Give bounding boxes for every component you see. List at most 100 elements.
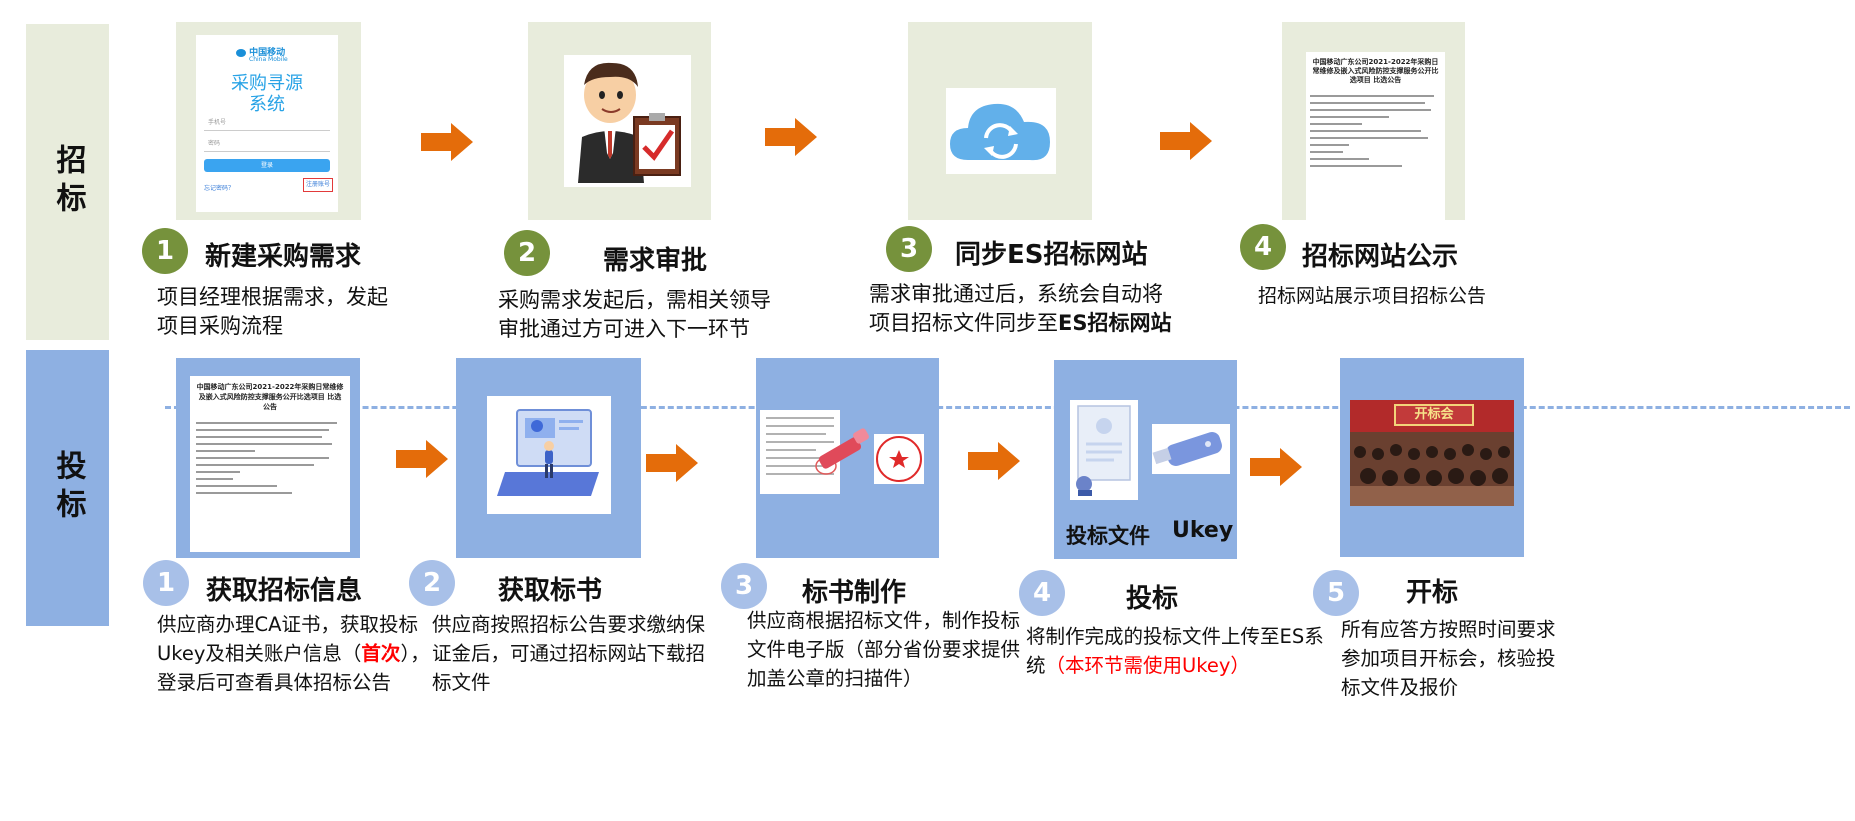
register-link[interactable]: 注册账号	[303, 178, 333, 192]
tender-step-4-desc: 将制作完成的投标文件上传至ES系 统（本环节需使用Ukey）	[1026, 622, 1324, 680]
notice-doc-title: 中国移动广东公司2021-2022年采购日常维修及嵌入式风险防控支撑服务公开比选…	[196, 383, 344, 411]
opening-banner: 开标会	[1394, 404, 1474, 426]
login-brand: 中国移动	[236, 45, 285, 58]
desc-line: 项目采购流程	[157, 314, 283, 338]
desc-line: 文件电子版（部分省份要求提供	[747, 638, 1021, 661]
desc-span: 统	[1026, 654, 1046, 677]
bidding-step-2-title: 需求审批	[603, 246, 708, 276]
bidding-row-label-text: 招标	[50, 144, 86, 220]
bid-opening-photo: 开标会	[1350, 400, 1514, 506]
row-divider	[165, 406, 1850, 409]
bidding-step-1-title: 新建采购需求	[205, 242, 362, 272]
tender-step-5-desc: 所有应答方按照时间要求 参加项目开标会，核验投 标文件及报价	[1341, 615, 1556, 702]
bidding-step-3-desc: 需求审批通过后，系统会自动将 项目招标文件同步至ES招标网站	[869, 280, 1171, 338]
login-screenshot: 中国移动 China Mobile 采购寻源 系统 手机号 密码 登录 忘记密码…	[196, 35, 338, 212]
china-mobile-logo-icon	[236, 48, 246, 57]
tender-step-2-number: 2	[409, 560, 455, 606]
cloud-sync-icon	[946, 88, 1056, 174]
desc-line: 供应商根据招标文件，制作投标	[747, 609, 1021, 632]
es-site-emphasis: ES招标网站	[1058, 311, 1172, 335]
login-button-label: 登录	[260, 162, 273, 169]
desc-line: 参加项目开标会，核验投	[1341, 647, 1556, 670]
tender-step-1-number: 1	[143, 560, 189, 606]
tendering-row-label: 投标	[26, 350, 109, 626]
tender-step-2-card	[456, 358, 641, 558]
bidding-step-3-title: 同步ES招标网站	[955, 240, 1148, 270]
desc-line: 标文件	[432, 671, 491, 694]
tender-step-5-title: 开标	[1406, 578, 1459, 608]
login-brand-en: China Mobile	[249, 56, 288, 63]
desc-span: 项目招标文件同步至	[869, 311, 1058, 335]
tender-step-4-number: 4	[1019, 570, 1065, 616]
audience-icon	[1350, 432, 1514, 506]
desc-line: 供应商按照招标公告要求缴纳保	[432, 613, 706, 636]
login-brand-cn: 中国移动	[249, 48, 286, 58]
desc-line: 证金后，可通过招标网站下载招	[432, 642, 706, 665]
login-username-field[interactable]: 手机号	[204, 117, 330, 131]
arrow-right-icon	[1250, 448, 1302, 486]
desc-line: 供应商办理CA证书，获取投标	[157, 613, 418, 636]
stamped-document-icon	[760, 410, 924, 494]
desc-line: 加盖公章的扫描件）	[747, 667, 923, 690]
notice-doc-body	[1310, 95, 1441, 167]
login-username-placeholder: 手机号	[208, 119, 227, 126]
bidding-step-4-card: 中国移动广东公司2021-2022年采购日常维修及嵌入式风险防控支撑服务公开比选…	[1282, 22, 1465, 228]
tender-step-3-number: 3	[721, 563, 767, 609]
bidding-step-4-desc: 招标网站展示项目招标公告	[1258, 282, 1486, 311]
tender-notice-document: 中国移动广东公司2021-2022年采购日常维修及嵌入式风险防控支撑服务公开比选…	[1306, 52, 1445, 228]
desc-span: ），	[400, 642, 430, 665]
ukey-required-note: （本环节需使用Ukey）	[1045, 654, 1250, 677]
tender-step-3-card	[756, 358, 939, 558]
desc-line: 招标网站展示项目招标公告	[1258, 285, 1487, 307]
bid-document-icon	[1070, 400, 1138, 500]
bidding-step-4-number: 4	[1240, 224, 1286, 270]
tender-step-1-desc: 供应商办理CA证书，获取投标 Ukey及相关账户信息（首次）， 登录后可查看具体…	[157, 610, 430, 697]
login-button[interactable]: 登录	[204, 159, 330, 172]
desc-line: 采购需求发起后，需相关领导	[498, 288, 771, 312]
login-password-field[interactable]: 密码	[204, 138, 330, 152]
arrow-right-icon	[396, 440, 448, 478]
arrow-right-icon	[1160, 122, 1212, 160]
desc-line: Ukey及相关账户信息（首次），	[157, 639, 430, 668]
arrow-right-icon	[421, 123, 473, 161]
bid-file-label: 投标文件	[1066, 524, 1150, 548]
notice-doc-body	[196, 422, 344, 494]
tender-step-5-number: 5	[1313, 570, 1359, 616]
tender-step-5-card: 开标会	[1340, 358, 1524, 557]
tender-step-4-card: 投标文件 Ukey	[1054, 360, 1237, 559]
tender-step-3-title: 标书制作	[802, 578, 907, 608]
first-time-emphasis: 首次	[361, 642, 401, 665]
tender-step-4-title: 投标	[1126, 584, 1179, 614]
desc-line: 标文件及报价	[1341, 676, 1459, 699]
desc-line: 需求审批通过后，系统会自动将	[869, 282, 1163, 306]
desc-line: 项目经理根据需求，发起	[157, 285, 388, 309]
desc-line: 统（本环节需使用Ukey）	[1026, 651, 1324, 680]
login-password-placeholder: 密码	[208, 140, 221, 147]
tender-step-2-title: 获取标书	[498, 576, 603, 606]
ukey-usb-icon	[1152, 424, 1230, 474]
desc-line: 所有应答方按照时间要求	[1341, 618, 1556, 641]
arrow-right-icon	[765, 118, 817, 156]
tender-step-3-desc: 供应商根据招标文件，制作投标 文件电子版（部分省份要求提供 加盖公章的扫描件）	[747, 606, 1020, 693]
bidding-step-1-desc: 项目经理根据需求，发起 项目采购流程	[157, 283, 388, 341]
desc-line: 项目招标文件同步至ES招标网站	[869, 309, 1171, 338]
bidding-row-label: 招标	[26, 24, 109, 340]
bidding-step-2-number: 2	[504, 230, 550, 276]
bidding-step-3-number: 3	[886, 226, 932, 272]
tender-notice-document: 中国移动广东公司2021-2022年采购日常维修及嵌入式风险防控支撑服务公开比选…	[190, 376, 350, 552]
bidding-step-3-card	[908, 22, 1092, 220]
arrow-right-icon	[646, 444, 698, 482]
login-system-title-2: 系统	[249, 94, 285, 115]
laptop-download-icon	[487, 396, 611, 514]
bidding-step-2-desc: 采购需求发起后，需相关领导 审批通过方可进入下一环节	[498, 286, 771, 344]
tender-step-1-card: 中国移动广东公司2021-2022年采购日常维修及嵌入式风险防控支撑服务公开比选…	[176, 358, 360, 558]
forgot-password-link[interactable]: 忘记密码？	[204, 185, 235, 192]
desc-span: Ukey及相关账户信息（	[157, 642, 362, 665]
login-system-title: 采购寻源 系统	[196, 73, 338, 115]
desc-line: 将制作完成的投标文件上传至ES系	[1026, 625, 1324, 648]
ukey-label: Ukey	[1172, 518, 1234, 543]
login-system-title-1: 采购寻源	[231, 73, 303, 94]
tendering-row-label-text: 投标	[50, 450, 86, 526]
notice-doc-title: 中国移动广东公司2021-2022年采购日常维修及嵌入式风险防控支撑服务公开比选…	[1312, 58, 1439, 84]
arrow-right-icon	[968, 442, 1020, 480]
